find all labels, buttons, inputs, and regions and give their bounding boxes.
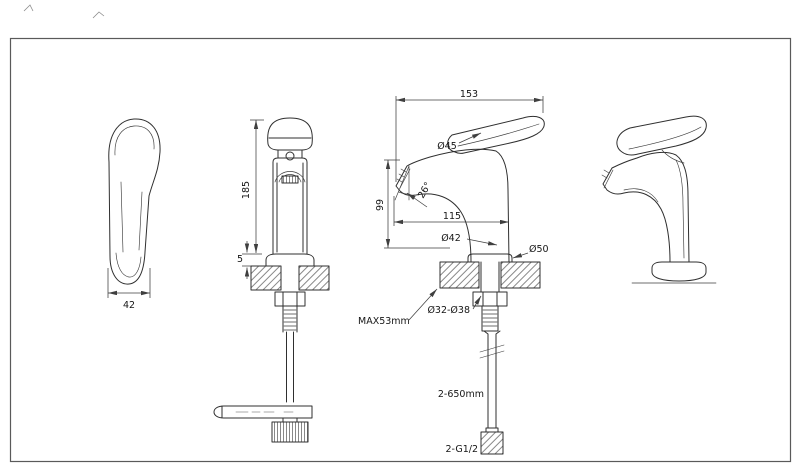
- label-hose-thread: 2-G1/2: [446, 444, 478, 455]
- label-spout-angle: 26°: [416, 180, 434, 200]
- base-diameter-leader: [512, 252, 529, 259]
- side-body-spout-outline: [395, 148, 510, 263]
- persp-body-spout-outline: [602, 151, 690, 263]
- side-hose-fitting: [480, 431, 504, 455]
- max-deck-leader: [408, 288, 438, 321]
- front-mounting-bracket: [213, 405, 313, 419]
- body-diameter-leader: [466, 238, 498, 246]
- label-spout-height: 99: [375, 199, 386, 211]
- side-fitting-connector: [485, 427, 499, 433]
- view-side: [394, 115, 545, 455]
- label-front-height: 185: [241, 181, 252, 199]
- front-deck-right: [298, 265, 330, 291]
- handle-top-outline: [108, 118, 161, 285]
- label-body-diameter: Ø42: [441, 233, 461, 244]
- side-hose-break-marks: [479, 344, 505, 359]
- side-aerator-detail: [396, 168, 411, 189]
- label-top-width: 42: [123, 300, 135, 311]
- front-flange: [265, 253, 315, 267]
- drawing-border: [9, 37, 792, 463]
- persp-handle-seam: [628, 126, 702, 150]
- side-extension-lines: [384, 96, 544, 249]
- dim-side-view: [384, 96, 544, 321]
- front-body: [272, 149, 308, 255]
- handle-diameter-leader: [458, 132, 482, 144]
- front-handle-cap: [267, 117, 313, 151]
- side-deck-right: [500, 261, 541, 289]
- persp-handle-outline: [616, 115, 707, 156]
- label-max-deck-thickness: MAX53mm: [358, 316, 410, 327]
- view-perspective: [601, 115, 717, 284]
- front-aerator: [281, 175, 299, 184]
- label-front-flange-height: 5: [237, 254, 243, 265]
- front-knurl-collar: [282, 417, 298, 423]
- side-shank-through-deck: [480, 261, 500, 293]
- label-base-diameter: Ø50: [529, 244, 549, 255]
- dim-top-width: [107, 268, 151, 298]
- side-hoses: [483, 330, 501, 429]
- front-nut-and-shank: [274, 291, 306, 333]
- registration-marks: [23, 4, 105, 19]
- side-handle-outline: [447, 115, 545, 154]
- label-overall-length: 153: [460, 89, 478, 100]
- handle-top-details: [114, 125, 155, 278]
- front-deck-left: [250, 265, 282, 291]
- label-handle-diameter: Ø45: [437, 141, 457, 152]
- view-front: [213, 117, 330, 443]
- label-mounting-hole: Ø32-Ø38: [427, 305, 470, 316]
- top-width-extension-lines: [107, 268, 151, 298]
- side-handle-seam: [457, 123, 540, 147]
- view-top-handle: [108, 118, 161, 285]
- persp-details: [601, 149, 685, 259]
- mounting-hole-leader: [472, 295, 482, 310]
- angle-leader: [406, 192, 428, 208]
- front-index-button: [285, 151, 295, 161]
- side-mounting-nut: [472, 291, 508, 307]
- side-shank-threads: [482, 309, 498, 327]
- dim-front-view: [242, 119, 264, 279]
- front-hoses: [286, 331, 294, 403]
- label-spout-reach: 115: [443, 211, 461, 222]
- front-knurl-nut: [271, 421, 309, 443]
- side-flange: [467, 253, 513, 263]
- front-shank-threads: [283, 309, 297, 331]
- side-deck-left: [439, 261, 480, 289]
- label-hose-length: 2-650mm: [438, 389, 484, 400]
- persp-base-flange: [651, 261, 707, 282]
- dimension-labels: 42 185 5 153 Ø45 99 26° 115 Ø42 Ø50 MAX5…: [123, 89, 549, 455]
